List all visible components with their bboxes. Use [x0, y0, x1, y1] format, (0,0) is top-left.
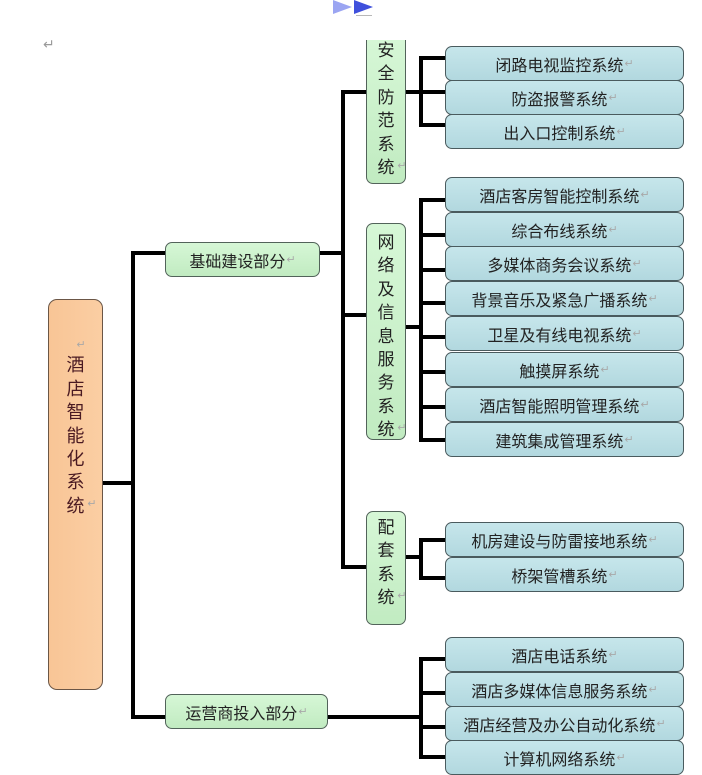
- group-network[interactable]: 网络及信息服务系统 ↵: [366, 223, 407, 443]
- paragraph-mark: ↵: [286, 253, 296, 266]
- leaf-label: 综合布线系统: [511, 221, 608, 241]
- leaf-label: 酒店电话系统: [511, 646, 608, 666]
- leaf-item[interactable]: 机房建设与防雷接地系统↵: [445, 522, 684, 557]
- leaf-label: 酒店经营及办公自动化系统: [463, 715, 656, 735]
- leaf-item[interactable]: 出入口控制系统↵: [445, 114, 684, 149]
- leaf-label: 防盗报警系统: [511, 89, 608, 109]
- paragraph-mark: ↵: [632, 257, 642, 270]
- paragraph-mark: ↵: [624, 57, 634, 70]
- paragraph-mark: ↵: [616, 751, 626, 764]
- paragraph-mark: ↵: [648, 533, 658, 546]
- group-label: 安全防范系统: [377, 41, 395, 179]
- paragraph-mark: ↵: [608, 648, 618, 661]
- leaf-label: 闭路电视监控系统: [495, 55, 624, 75]
- leaf-item[interactable]: 闭路电视监控系统↵: [445, 46, 684, 81]
- leaf-item[interactable]: 多媒体商务会议系统↵: [445, 246, 684, 281]
- paragraph-mark: ↵: [397, 589, 407, 603]
- group-label-wrap: 安全防范系统 ↵: [377, 40, 407, 180]
- paragraph-mark: ↵: [608, 91, 618, 104]
- paragraph-mark: ↵: [656, 717, 666, 730]
- paragraph-mark: ↵: [640, 398, 650, 411]
- play-dark-icon: [354, 0, 373, 14]
- leaf-item[interactable]: 酒店多媒体信息服务系统↵: [445, 672, 684, 707]
- root-label-wrap: 酒店智能化系统 ↵: [66, 354, 97, 518]
- leaf-item[interactable]: 酒店智能照明管理系统↵: [445, 387, 684, 422]
- leaf-item[interactable]: 计算机网络系统↵: [445, 740, 684, 775]
- leaf-label: 酒店客房智能控制系统: [479, 186, 640, 206]
- leaf-item[interactable]: 酒店电话系统↵: [445, 637, 684, 672]
- paragraph-mark: ↵: [632, 327, 642, 340]
- group-label-wrap: 网络及信息服务系统 ↵: [377, 232, 407, 443]
- group-label: 配套系统: [377, 518, 395, 609]
- leaf-label: 桥架管槽系统: [511, 566, 608, 586]
- branch-label: 运营商投入部分: [185, 703, 298, 723]
- leaf-item[interactable]: 触摸屏系统↵: [445, 352, 684, 387]
- leaf-label: 建筑集成管理系统: [495, 431, 624, 451]
- group-label: 网络及信息服务系统: [377, 233, 395, 441]
- arrow-underline: [356, 15, 372, 16]
- root-label: 酒店智能化系统: [66, 355, 85, 517]
- paragraph-mark: ↵: [397, 421, 407, 435]
- branch-label: 基础建设部分: [189, 251, 286, 271]
- root-node[interactable]: ↵ 酒店智能化系统 ↵: [48, 299, 103, 690]
- leaf-label: 触摸屏系统: [519, 361, 600, 381]
- branch-operator[interactable]: 运营商投入部分 ↵: [165, 694, 328, 729]
- paragraph-mark: ↵: [43, 37, 55, 53]
- fast-forward-icon[interactable]: [332, 0, 374, 17]
- paragraph-mark: ↵: [640, 188, 650, 201]
- leaf-label: 出入口控制系统: [503, 123, 616, 143]
- leaf-label: 多媒体商务会议系统: [487, 255, 632, 275]
- play-light-icon: [333, 0, 352, 14]
- paragraph-mark: ↵: [624, 433, 634, 446]
- leaf-item[interactable]: 卫星及有线电视系统↵: [445, 316, 684, 351]
- leaf-item[interactable]: 桥架管槽系统↵: [445, 557, 684, 592]
- leaf-label: 卫星及有线电视系统: [487, 325, 632, 345]
- paragraph-mark: ↵: [608, 223, 618, 236]
- paragraph-mark: ↵: [397, 159, 407, 173]
- paragraph-mark: ↵: [608, 568, 618, 581]
- paragraph-mark: ↵: [648, 292, 658, 305]
- leaf-label: 背景音乐及紧急广播系统: [471, 290, 648, 310]
- group-safety[interactable]: 安全防范系统 ↵: [366, 40, 407, 184]
- leaf-item[interactable]: 背景音乐及紧急广播系统↵: [445, 281, 684, 316]
- leaf-item[interactable]: 防盗报警系统↵: [445, 80, 684, 115]
- paragraph-mark: ↵: [600, 363, 610, 376]
- paragraph-mark: ↵: [648, 683, 658, 696]
- branch-infrastructure[interactable]: 基础建设部分 ↵: [165, 242, 320, 277]
- leaf-item[interactable]: 酒店经营及办公自动化系统↵: [445, 706, 684, 741]
- leaf-item[interactable]: 建筑集成管理系统↵: [445, 422, 684, 457]
- leaf-label: 酒店智能照明管理系统: [479, 396, 640, 416]
- leaf-label: 酒店多媒体信息服务系统: [471, 681, 648, 701]
- paragraph-mark: ↵: [298, 705, 308, 718]
- group-support[interactable]: 配套系统 ↵: [366, 511, 407, 625]
- leaf-label: 机房建设与防雷接地系统: [471, 531, 648, 551]
- paragraph-mark: ↵: [616, 125, 626, 138]
- leaf-item[interactable]: 酒店客房智能控制系统↵: [445, 177, 684, 212]
- leaf-label: 计算机网络系统: [503, 749, 616, 769]
- root-paragraph-mark: ↵: [76, 338, 86, 351]
- paragraph-mark: ↵: [87, 496, 97, 510]
- leaf-item[interactable]: 综合布线系统↵: [445, 212, 684, 247]
- group-label-wrap: 配套系统 ↵: [377, 517, 407, 611]
